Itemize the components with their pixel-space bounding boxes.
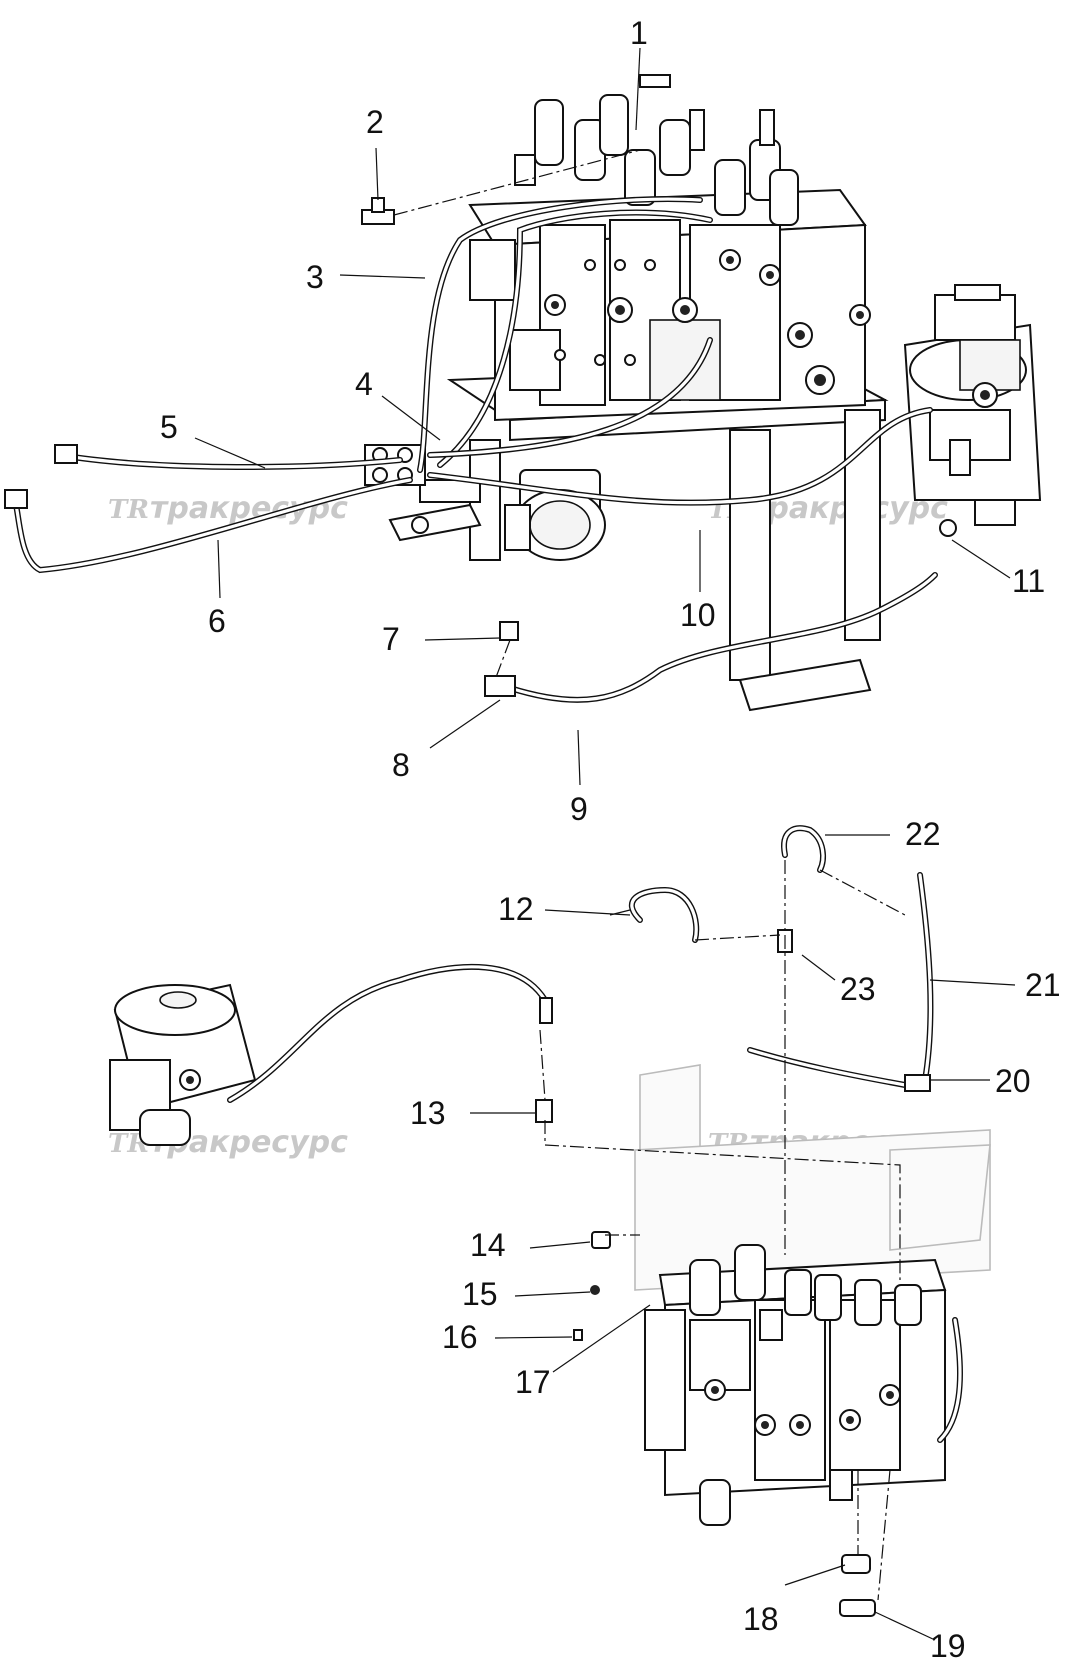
watermark-1: TR тракресурс <box>108 491 348 526</box>
fitting-manifold <box>364 444 426 486</box>
leader-lines <box>194 47 1016 1641</box>
callout-13: 13 <box>410 1095 446 1131</box>
callout-23: 23 <box>840 971 876 1007</box>
watermark-logo: TR <box>108 495 149 525</box>
plug-14 <box>591 1231 611 1249</box>
seal-15 <box>590 1285 600 1295</box>
fitting-2 <box>361 197 395 225</box>
callout-8: 8 <box>392 747 410 783</box>
fitting-13 <box>535 1099 553 1123</box>
callout-16: 16 <box>442 1319 478 1355</box>
hose-12 <box>629 886 700 943</box>
callout-14: 14 <box>470 1227 506 1263</box>
pump-unit-left <box>109 983 257 1146</box>
pump-unit-right <box>903 284 1042 526</box>
callout-20: 20 <box>995 1063 1031 1099</box>
hose-lines-top <box>4 196 938 703</box>
pump-hose <box>227 963 548 1103</box>
tee-fitting-8 <box>484 675 516 697</box>
callout-15: 15 <box>462 1276 498 1312</box>
fitting-11 <box>939 519 957 537</box>
callout-18: 18 <box>743 1601 779 1637</box>
fitting-7 <box>499 621 519 641</box>
control-valve-block <box>468 74 871 422</box>
hose-end-fitting <box>904 1074 931 1092</box>
callout-6: 6 <box>208 603 226 639</box>
filter-canister <box>504 469 606 561</box>
callout-4: 4 <box>355 366 373 402</box>
callout-numbers: 1 2 3 4 5 6 7 8 9 10 11 12 13 14 15 16 1… <box>160 15 1061 1661</box>
hose-lines-bottom <box>227 825 934 1103</box>
callout-17: 17 <box>515 1364 551 1400</box>
fitting-19 <box>839 1599 876 1617</box>
callout-1: 1 <box>630 15 648 51</box>
plug-16 <box>573 1329 583 1341</box>
hose-end-fitting <box>54 444 78 464</box>
fitting-18 <box>841 1554 871 1574</box>
frame-ghost-outline <box>634 1064 991 1291</box>
callout-21: 21 <box>1025 967 1061 1003</box>
hose-end-fitting <box>539 997 553 1024</box>
callout-10: 10 <box>680 597 716 633</box>
callout-3: 3 <box>306 259 324 295</box>
callout-22: 22 <box>905 816 941 852</box>
callout-2: 2 <box>366 104 384 140</box>
bottom-assembly <box>109 825 991 1617</box>
callout-5: 5 <box>160 409 178 445</box>
callout-11: 11 <box>1012 563 1045 599</box>
callout-7: 7 <box>382 621 400 657</box>
callout-9: 9 <box>570 791 588 827</box>
control-valve-block-lower <box>644 1244 963 1526</box>
hose-end-fitting <box>4 489 28 509</box>
top-assembly <box>4 74 1042 712</box>
callout-12: 12 <box>498 891 534 927</box>
callout-19: 19 <box>930 1628 966 1661</box>
